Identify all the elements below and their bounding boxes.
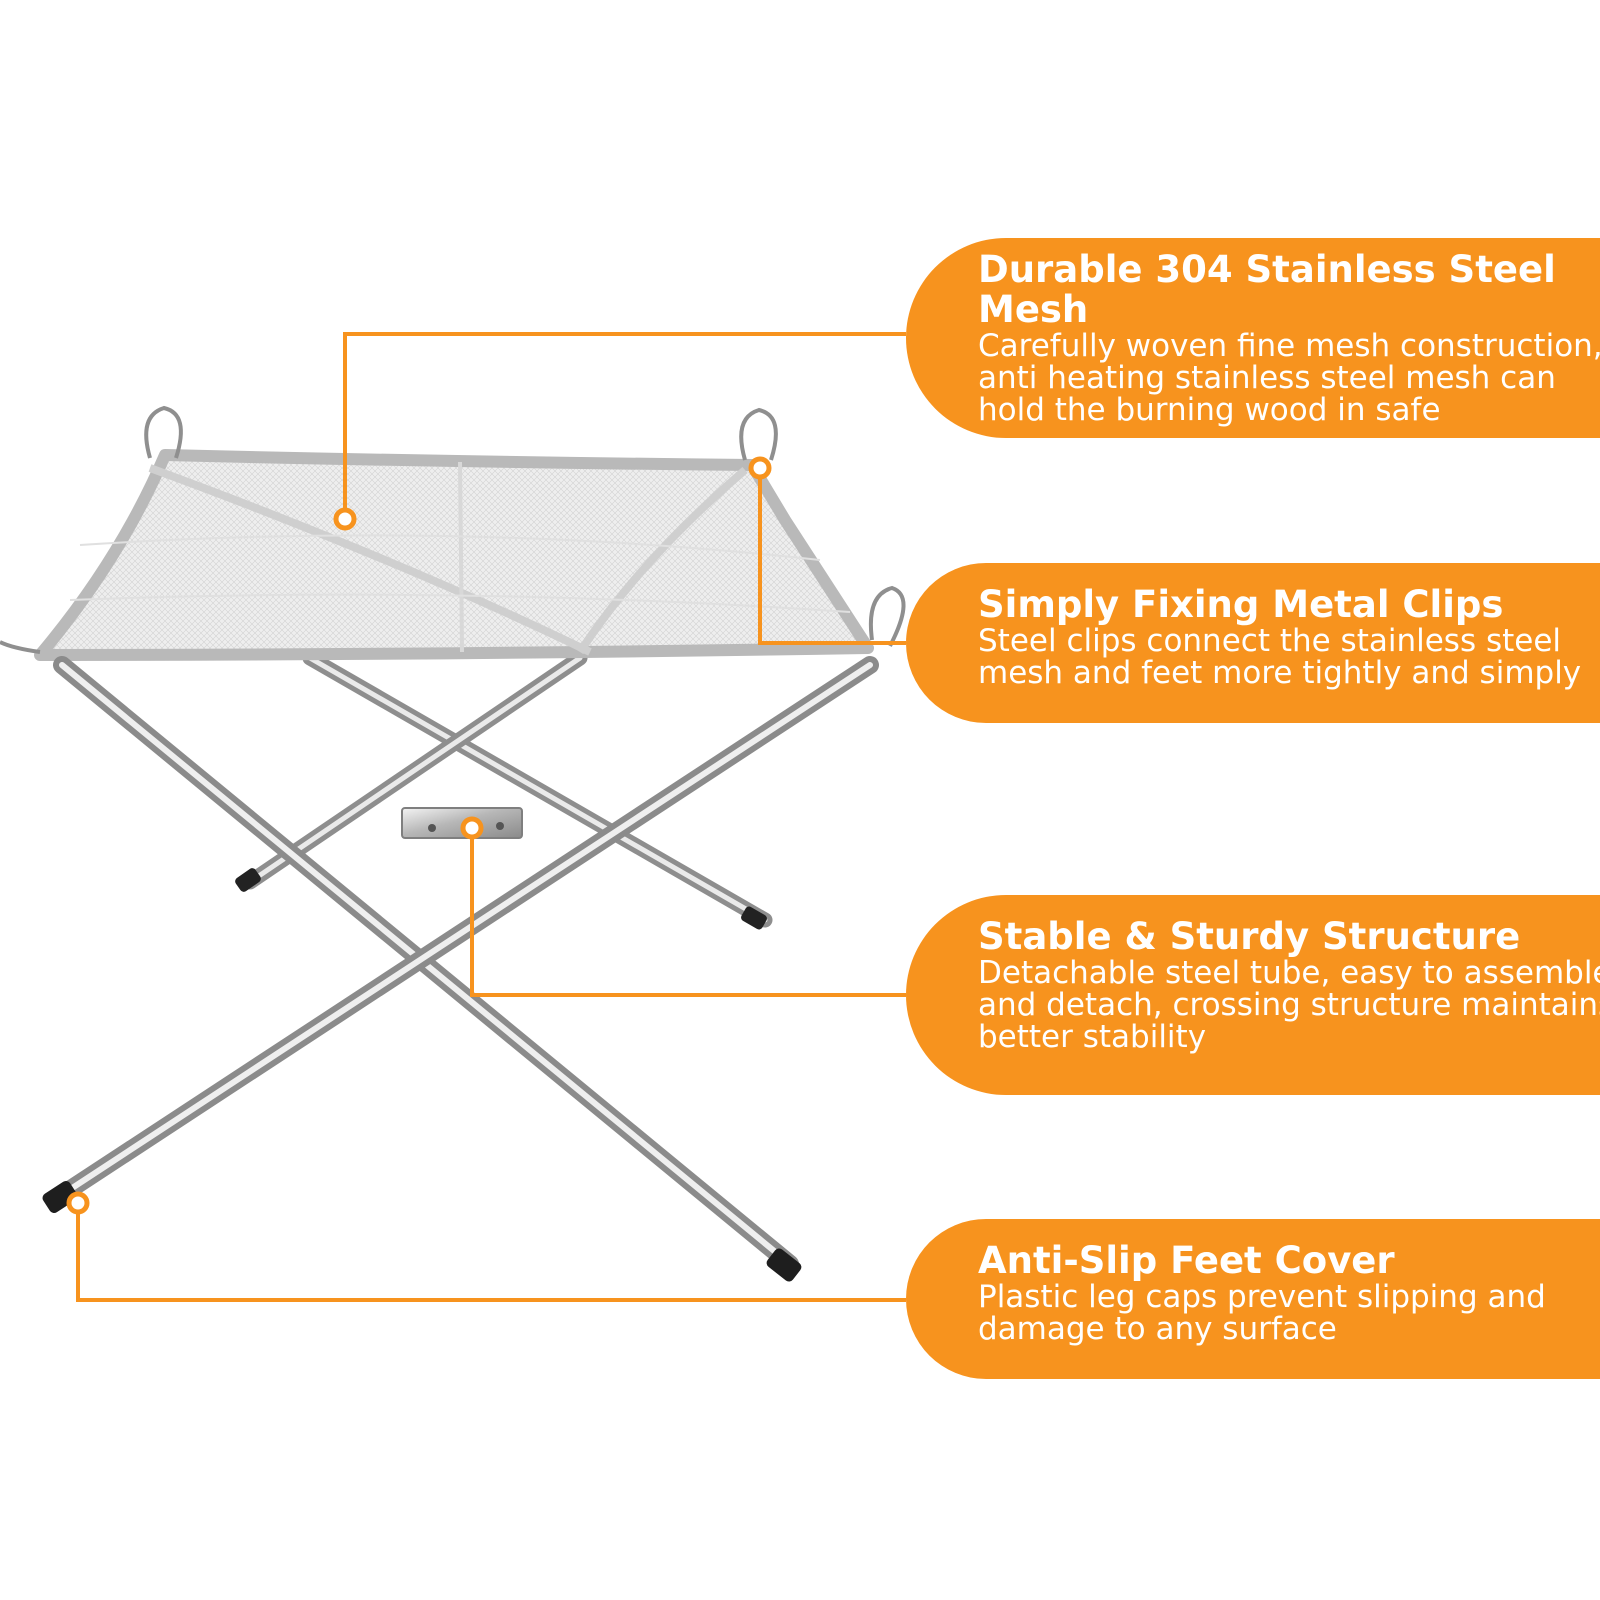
feature-description: Carefully woven fine mesh construction,: [978, 328, 1600, 364]
feature-description: and detach, crossing structure maintains: [978, 987, 1600, 1023]
metal-clips: [0, 405, 906, 654]
feature-title: Simply Fixing Metal Clips: [978, 583, 1504, 626]
callout-leader-lines: [76, 332, 906, 1302]
back-legs: [235, 650, 773, 930]
feature-callout-feet: Anti-Slip Feet Cover Plastic leg caps pr…: [906, 1219, 1600, 1379]
feature-callout-structure: Stable & Sturdy Structure Detachable ste…: [906, 895, 1600, 1095]
front-legs: [42, 656, 879, 1282]
feature-description: Plastic leg caps prevent slipping and: [978, 1279, 1546, 1315]
feature-description: better stability: [978, 1019, 1207, 1055]
feature-description: Detachable steel tube, easy to assemble: [978, 955, 1600, 991]
front-right-foot-cap: [766, 1248, 802, 1282]
feature-title: Mesh: [978, 288, 1089, 331]
front-left-foot-cap: [42, 1180, 78, 1214]
feature-title: Anti-Slip Feet Cover: [978, 1239, 1395, 1282]
feature-title: Stable & Sturdy Structure: [978, 915, 1521, 958]
feature-title: Durable 304 Stainless Steel: [978, 248, 1556, 291]
callout-anchor-dots: [66, 456, 772, 1215]
feature-description: damage to any surface: [978, 1311, 1337, 1347]
steel-mesh: [34, 449, 874, 661]
feature-callout-clips: Simply Fixing Metal Clips Steel clips co…: [906, 563, 1600, 723]
feature-description: mesh and feet more tightly and simply: [978, 655, 1582, 691]
feature-callout-mesh: Durable 304 Stainless Steel Mesh Careful…: [906, 238, 1600, 438]
back-left-foot-cap: [235, 868, 261, 892]
feature-description: anti heating stainless steel mesh can: [978, 360, 1556, 396]
feature-description: hold the burning wood in safe: [978, 392, 1441, 428]
feature-description: Steel clips connect the stainless steel: [978, 623, 1562, 659]
back-right-foot-cap: [741, 906, 767, 930]
